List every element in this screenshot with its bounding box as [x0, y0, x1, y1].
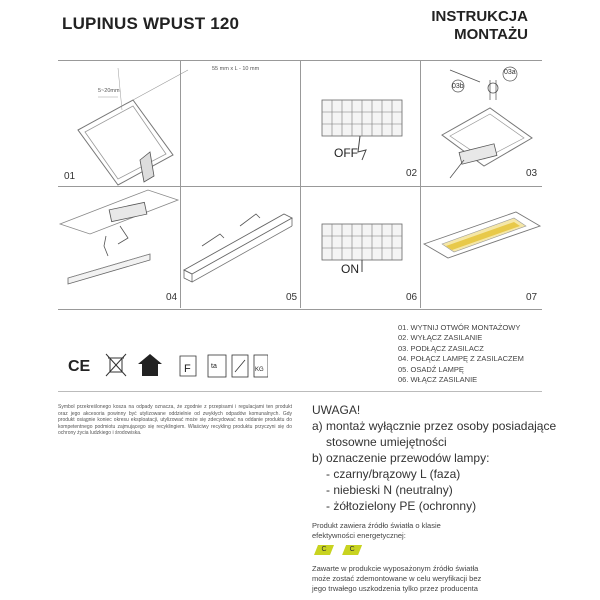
energy-class-block: Produkt zawiera źródło światła o klasie … — [312, 521, 441, 555]
energy-line: Produkt zawiera źródło światła o klasie — [312, 521, 441, 530]
certification-icons: CE F ta KG — [68, 353, 268, 378]
energy-class-badge: C — [342, 545, 363, 555]
svg-text:ta: ta — [211, 363, 217, 370]
energy-line: efektywności energetycznej: — [312, 531, 406, 540]
connect-driver-illustration — [441, 66, 533, 179]
list-item: 02. WYŁĄCZ ZASILANIE — [398, 333, 483, 343]
step-number: 01 — [62, 171, 78, 182]
note-line: Zawarte w produkcie wyposażonym źródło ś… — [312, 564, 479, 573]
step-number: 07 — [524, 292, 540, 303]
grid-divider — [58, 186, 542, 187]
product-title: LUPINUS WPUST 120 — [62, 14, 240, 33]
energy-class-badge: C — [314, 545, 334, 555]
wire-label: - niebieski N (neutralny) — [326, 483, 453, 497]
warning-line: stosowne umiejętności — [326, 435, 447, 449]
max-weight-icon: KG — [253, 354, 268, 378]
hole-dimension-label: 55 mm x L - 10 mm — [212, 66, 260, 72]
step-number: 04 — [164, 292, 180, 303]
terminal-block-on-illustration — [321, 223, 403, 272]
connect-lamp-illustration — [58, 189, 180, 285]
warning-block: UWAGA! a) montaż wyłącznie przez osoby p… — [312, 402, 556, 514]
list-item: 06. WŁĄCZ ZASILANIE — [398, 375, 478, 385]
recycling-notice: Symbol przekreślonego kosza na odpady oz… — [58, 404, 292, 437]
step-number: 02 — [404, 168, 420, 179]
wire-label: - żółtozielony PE (ochronny) — [326, 499, 477, 513]
terminal-block-off-illustration — [321, 99, 403, 161]
warning-line: b) oznaczenie przewodów lampy: — [312, 451, 490, 465]
step-number: 05 — [284, 292, 300, 303]
list-item: 01. WYTNIJ OTWÓR MONTAŻOWY — [398, 323, 521, 332]
class-iii-house-icon — [138, 354, 162, 376]
ce-mark-icon: CE — [68, 358, 91, 375]
grid-divider — [300, 60, 301, 308]
replacement-note: Zawarte w produkcie wyposażonym źródło ś… — [312, 564, 481, 594]
ta-temperature-icon: ta — [207, 354, 227, 378]
step-01-illustration — [77, 67, 189, 186]
flammable-surface-icon — [231, 354, 249, 378]
wire-label: - czarny/brązowy L (faza) — [326, 467, 461, 481]
section-divider — [58, 391, 542, 392]
note-line: jego trwałego uszkodzenia tylko przez pr… — [312, 584, 478, 593]
step-number: 06 — [404, 292, 420, 303]
list-item: 03. PODŁĄCZ ZASILACZ — [398, 343, 484, 353]
warning-line: a) montaż wyłącznie przez osoby posiadaj… — [312, 419, 557, 433]
insert-lamp-illustration — [183, 213, 293, 283]
list-item: 04. POŁĄCZ LAMPĘ Z ZASILACZEM — [398, 354, 524, 364]
power-state-label: OFF — [334, 146, 358, 160]
note-line: może zostać zdemontowane w celu weryfika… — [312, 574, 482, 583]
lamp-installed-illustration — [422, 211, 542, 259]
callout-03a: 03a — [504, 69, 516, 76]
power-state-label: ON — [341, 262, 359, 276]
callout-03b: 03b — [452, 83, 464, 90]
f-mark-icon: F — [179, 355, 197, 377]
margin-dimension-label: 5~20mm — [98, 88, 120, 94]
document-title: INSTRUKCJA MONTAŻU — [431, 8, 528, 44]
crossed-bin-icon — [105, 353, 127, 377]
grid-divider — [420, 60, 421, 308]
steps-list: 01. WYTNIJ OTWÓR MONTAŻOWY 02. WYŁĄCZ ZA… — [398, 323, 524, 385]
svg-text:F: F — [184, 363, 191, 375]
list-item: 05. OSADŹ LAMPĘ — [398, 364, 464, 374]
document-title-line1: INSTRUKCJA — [431, 8, 528, 25]
svg-text:CE: CE — [68, 358, 91, 375]
document-title-line2: MONTAŻU — [454, 26, 528, 43]
grid-divider — [180, 60, 181, 308]
step-number: 03 — [524, 168, 540, 179]
svg-text:KG: KG — [255, 367, 264, 373]
warning-heading: UWAGA! — [312, 403, 361, 417]
